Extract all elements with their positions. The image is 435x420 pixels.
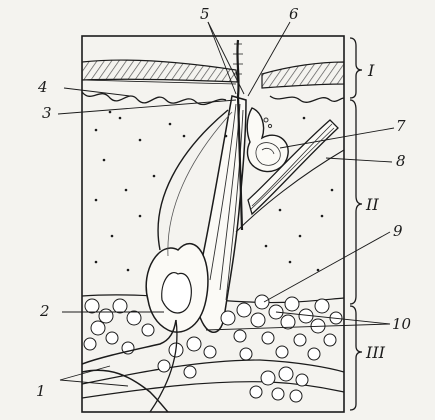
epidermis-basal-boundary-right: [270, 96, 344, 102]
hair-papilla: [162, 273, 192, 313]
layer-label-dermis: II: [365, 195, 379, 214]
sebaceous-gland: [247, 108, 288, 172]
epidermis-horny-layer-right: [262, 62, 344, 88]
label-2: 2: [39, 302, 50, 320]
layer-label-hypodermis: III: [365, 343, 386, 362]
label-3: 3: [42, 104, 52, 122]
label-4: 4: [37, 78, 48, 96]
label-8: 8: [396, 152, 406, 170]
label-1: 1: [36, 382, 46, 400]
label-9: 9: [393, 222, 403, 240]
label-6: 6: [289, 5, 299, 23]
label-5: 5: [200, 5, 210, 23]
nerve-fibre-2: [82, 370, 168, 412]
layer-brackets: [350, 38, 362, 410]
epidermis-horny-layer: [82, 60, 238, 82]
layer-label-epidermis: I: [367, 61, 375, 80]
label-7: 7: [396, 117, 406, 135]
label-10: 10: [392, 315, 412, 333]
